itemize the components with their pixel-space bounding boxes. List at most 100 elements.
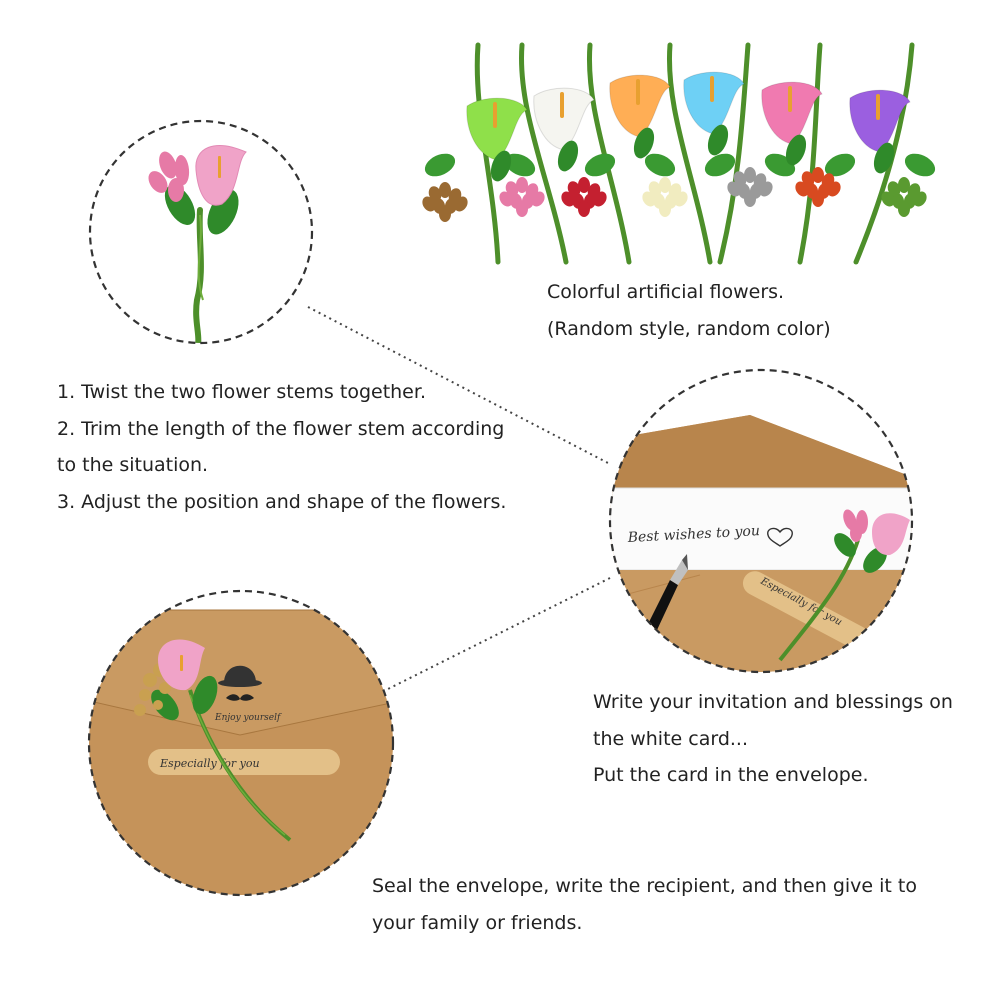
pink-berry-cluster [148, 151, 190, 202]
caption-write-line1: Write your invitation and blessings on [593, 691, 953, 713]
berry [567, 181, 581, 197]
berry [759, 181, 773, 197]
flower-stamen [876, 94, 880, 120]
flower-stamen [710, 76, 714, 102]
berry [439, 182, 451, 198]
seal-tag [148, 749, 340, 775]
dashed-circle-b [608, 368, 914, 674]
caption-write: Write your invitation and blessings on t… [593, 684, 953, 794]
berry [744, 167, 756, 183]
caption-write-line2: the white card... [593, 727, 749, 750]
flower-stem [853, 42, 915, 265]
flower-stamen [560, 92, 564, 118]
berry [561, 191, 575, 207]
berry [812, 167, 824, 183]
berry [887, 181, 901, 197]
calla-flower [609, 74, 671, 138]
flower-stem [518, 42, 569, 265]
berry [801, 171, 815, 187]
connector-line-top [307, 306, 609, 464]
leaf [490, 150, 512, 182]
calla-flower [761, 81, 823, 145]
berry-cluster [561, 177, 607, 217]
berry [898, 201, 910, 217]
caption-write-line3: Put the card in the envelope. [593, 764, 869, 786]
envelope-stamp-text: Enjoy yourself [214, 713, 282, 723]
berry-cluster [499, 177, 545, 217]
leaf [504, 153, 536, 177]
berry [516, 201, 528, 217]
berry [454, 196, 468, 212]
berry-cluster [422, 182, 468, 222]
caption-steps-line1: 1. Twist the two flower stems together. [57, 381, 426, 403]
leaf [633, 127, 655, 159]
dashed-circle-c [87, 589, 395, 897]
berry [733, 171, 747, 187]
kraft-tag [742, 571, 870, 650]
berry [439, 206, 451, 222]
caption-flowers: Colorful artificial flowers. (Random sty… [547, 274, 831, 347]
hat-mustache-icon [218, 665, 262, 701]
berry [812, 191, 824, 207]
berry [659, 201, 671, 217]
card-wishes-text: Best wishes to you [626, 523, 760, 546]
berry [744, 191, 756, 207]
heart-icon [767, 527, 793, 547]
leaf [424, 153, 456, 177]
caption-flowers-line1: Colorful artificial flowers. [547, 281, 785, 303]
circle-twisted-flower [88, 119, 314, 345]
leaf [824, 153, 856, 177]
dashed-circle-a [88, 119, 314, 345]
flower-stamen [493, 102, 497, 128]
berry-cluster [795, 167, 841, 207]
berry [642, 191, 656, 207]
berry [827, 181, 841, 197]
leaf [873, 142, 895, 174]
card-pink-flower [872, 513, 910, 556]
caption-steps-line3: to the situation. [57, 454, 209, 476]
flower-row [422, 42, 936, 265]
leaf [557, 140, 579, 172]
berry [531, 191, 545, 207]
connector-line-bottom [385, 577, 611, 691]
caption-seal-line2: your family or friends. [372, 911, 583, 934]
flower-stamen [636, 79, 640, 105]
leaf [584, 153, 616, 177]
caption-flowers-line2: (Random style, random color) [547, 317, 831, 340]
berry [516, 177, 528, 193]
berry [898, 177, 910, 193]
leaf [704, 153, 736, 177]
leaf [785, 134, 807, 166]
berry [795, 181, 809, 197]
berry [593, 191, 607, 207]
flower-stamen [788, 86, 792, 112]
envelope-tag-text: Especially for you [159, 757, 260, 770]
caption-seal: Seal the envelope, write the recipient, … [372, 868, 917, 941]
calla-flower [849, 89, 911, 153]
flower-stem [666, 42, 713, 265]
berry [499, 191, 513, 207]
calla-flower [466, 97, 528, 161]
calla-flower [683, 71, 745, 135]
berry [578, 177, 590, 193]
berry [428, 186, 442, 202]
leaf [904, 153, 936, 177]
circle-sealed-envelope: Enjoy yourself Especially for you [87, 589, 395, 897]
berry [578, 201, 590, 217]
berry [505, 181, 519, 197]
leaf [707, 124, 729, 156]
calla-flower [533, 87, 595, 151]
berry [422, 196, 436, 212]
leaf [644, 153, 676, 177]
circle-card-envelope: Best wishes to you Especially for you [608, 368, 914, 674]
berry [727, 181, 741, 197]
berry [674, 191, 688, 207]
caption-seal-line1: Seal the envelope, write the recipient, … [372, 875, 917, 897]
flower-stem [717, 42, 751, 265]
berry-cluster [881, 177, 927, 217]
berry [881, 191, 895, 207]
caption-steps-line2: 2. Trim the length of the flower stem ac… [57, 417, 505, 440]
flower-stem [586, 42, 632, 265]
berry [913, 191, 927, 207]
